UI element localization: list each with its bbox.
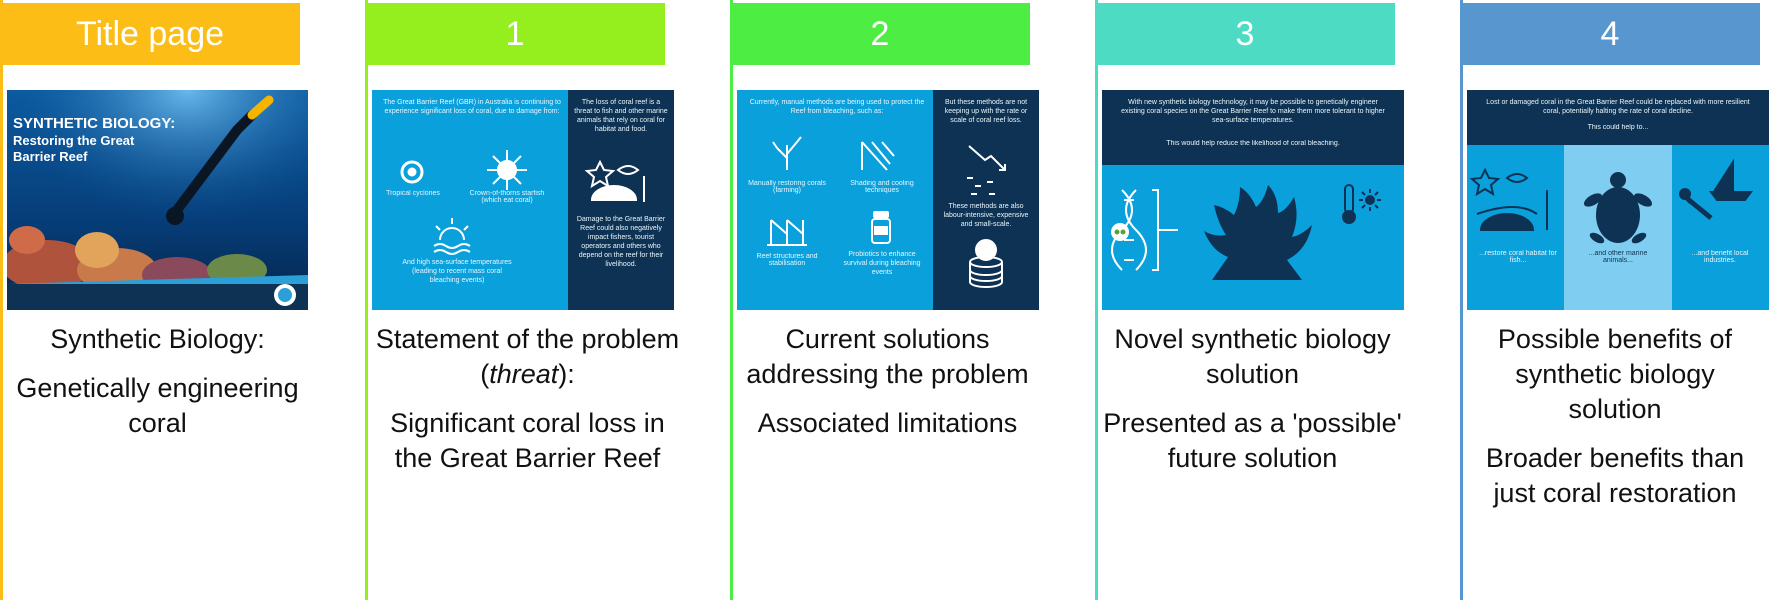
column-step-4: 4 Lost or damaged coral in the Great Bar… xyxy=(1460,0,1772,600)
slide4-cap3: ...and benefit local industries. xyxy=(1691,250,1749,264)
column-divider xyxy=(1095,0,1098,600)
crown-of-thorns-starfish-icon xyxy=(487,150,527,190)
coral-silhouette-icon xyxy=(1204,185,1312,280)
slide1-right-bottom: Damage to the Great Barrier Reef could a… xyxy=(576,216,666,268)
slide2-right-bottom: These methods are also labour-intensive,… xyxy=(943,203,1029,228)
sun-icon xyxy=(1359,189,1381,211)
slide2-right-top: But these methods are not keeping up wit… xyxy=(944,99,1028,124)
sun-waves-icon xyxy=(433,218,471,255)
caption-step-2: Current solutions addressing the problem… xyxy=(735,322,1040,455)
column-divider xyxy=(0,0,3,600)
column-step-3: 3 With new synthetic biology technology,… xyxy=(1095,0,1420,600)
marine-habitat-icon xyxy=(1469,167,1548,231)
slide1-temps: And high sea-surface temperatures (leadi… xyxy=(402,259,512,284)
column-header: Title page xyxy=(0,3,300,65)
header-label: 4 xyxy=(1600,14,1620,53)
slide4-cap1: ...restore coral habitat for fish... xyxy=(1479,250,1557,264)
turtle-icon xyxy=(1583,172,1653,244)
column-header: 2 xyxy=(730,3,1030,65)
diver-sailboat-icon xyxy=(1679,158,1753,220)
diver-illustration xyxy=(166,95,274,225)
slide4-text1: Lost or damaged coral in the Great Barri… xyxy=(1486,99,1750,115)
slide2-probiotics: Probiotics to enhance survival during bl… xyxy=(843,251,921,276)
title-slide-heading-2: Restoring the Great xyxy=(13,133,135,148)
caption-line: Significant coral loss in the Great Barr… xyxy=(390,408,665,473)
header-label: Title page xyxy=(75,14,225,53)
marine-life-icon xyxy=(584,159,645,202)
header-label: 2 xyxy=(870,14,890,53)
header-label: 3 xyxy=(1235,14,1255,53)
slide2-shading: Shading and cooling techniques xyxy=(850,180,914,194)
caption-step-4: Possible benefits of synthetic biology s… xyxy=(1465,322,1765,525)
column-title-page: Title page xyxy=(0,0,308,600)
column-step-1: 1 The Great Barrier Reef (GBR) in Austra… xyxy=(365,0,690,600)
column-step-2: 2 Currently, manual methods are being us… xyxy=(730,0,1055,600)
reef-structure-icon xyxy=(767,219,807,246)
caption-step-1: Statement of the problem (threat): Signi… xyxy=(375,322,680,490)
caption-line: Presented as a 'possible' future solutio… xyxy=(1103,408,1402,473)
slide3-text2: This would help reduce the likelihood of… xyxy=(1166,140,1340,147)
header-label: 1 xyxy=(505,14,525,53)
caption-line: Broader benefits than just coral restora… xyxy=(1485,443,1745,508)
column-header: 4 xyxy=(1460,3,1760,65)
slide-thumbnail-benefits: Lost or damaged coral in the Great Barri… xyxy=(1467,90,1769,310)
declining-trend-icon xyxy=(967,145,1006,195)
title-slide-heading-1: SYNTHETIC BIOLOGY: xyxy=(13,115,175,132)
column-divider xyxy=(1460,0,1463,600)
column-divider xyxy=(365,0,368,600)
coins-dollar-icon xyxy=(969,239,1003,288)
caption-step-3: Novel synthetic biology solution Present… xyxy=(1100,322,1405,490)
caption-line: Novel synthetic biology solution xyxy=(1114,324,1391,389)
slide1-starfish: Crown-of-thorns starfish (which eat cora… xyxy=(469,190,545,204)
bracket-connector xyxy=(1152,189,1178,271)
caption-line: Genetically engineering coral xyxy=(16,373,299,438)
slide1-cyclones: Tropical cyclones xyxy=(386,190,440,197)
thermometer-icon xyxy=(1342,184,1356,224)
slide-thumbnail-synthetic-solution: With new synthetic biology technology, i… xyxy=(1102,90,1404,310)
caption-line: Possible benefits of synthetic biology s… xyxy=(1497,324,1733,424)
caption-line: Current solutions addressing the problem xyxy=(746,324,1029,389)
caption-line: Associated limitations xyxy=(757,408,1018,438)
slide-thumbnail-title: SYNTHETIC BIOLOGY: Restoring the Great B… xyxy=(7,90,308,310)
title-slide-image: SYNTHETIC BIOLOGY: Restoring the Great B… xyxy=(7,90,308,310)
cyclone-icon xyxy=(400,160,424,184)
title-slide-heading-3: Barrier Reef xyxy=(13,149,88,164)
probiotics-bottle-icon xyxy=(871,211,891,244)
column-header: 3 xyxy=(1095,3,1395,65)
column-header: 1 xyxy=(365,3,665,65)
shading-icon xyxy=(861,141,895,171)
slide3-text1: With new synthetic biology technology, i… xyxy=(1121,99,1385,124)
slide4-cap2: ...and other marine animals... xyxy=(1588,250,1648,264)
slide2-farming: Manually restoring corals (farming) xyxy=(748,180,826,194)
slide4-text2: This could help to... xyxy=(1587,124,1649,131)
caption-line: Synthetic Biology: xyxy=(50,324,265,354)
slide2-structures: Reef structures and stabilisation xyxy=(756,253,818,267)
column-divider xyxy=(730,0,733,600)
slide-thumbnail-problem: The Great Barrier Reef (GBR) in Australi… xyxy=(372,90,674,310)
slide1-right-top: The loss of coral reef is a threat to fi… xyxy=(574,99,668,133)
slide-thumbnail-current-solutions: Currently, manual methods are being used… xyxy=(737,90,1039,310)
caption-line: Statement of the problem (threat): xyxy=(375,324,680,389)
caption-title-page: Synthetic Biology: Genetically engineeri… xyxy=(10,322,305,455)
coral-farming-icon xyxy=(772,136,802,170)
slide1-intro: The Great Barrier Reef (GBR) in Australi… xyxy=(383,99,561,115)
slide2-intro: Currently, manual methods are being used… xyxy=(749,99,925,115)
